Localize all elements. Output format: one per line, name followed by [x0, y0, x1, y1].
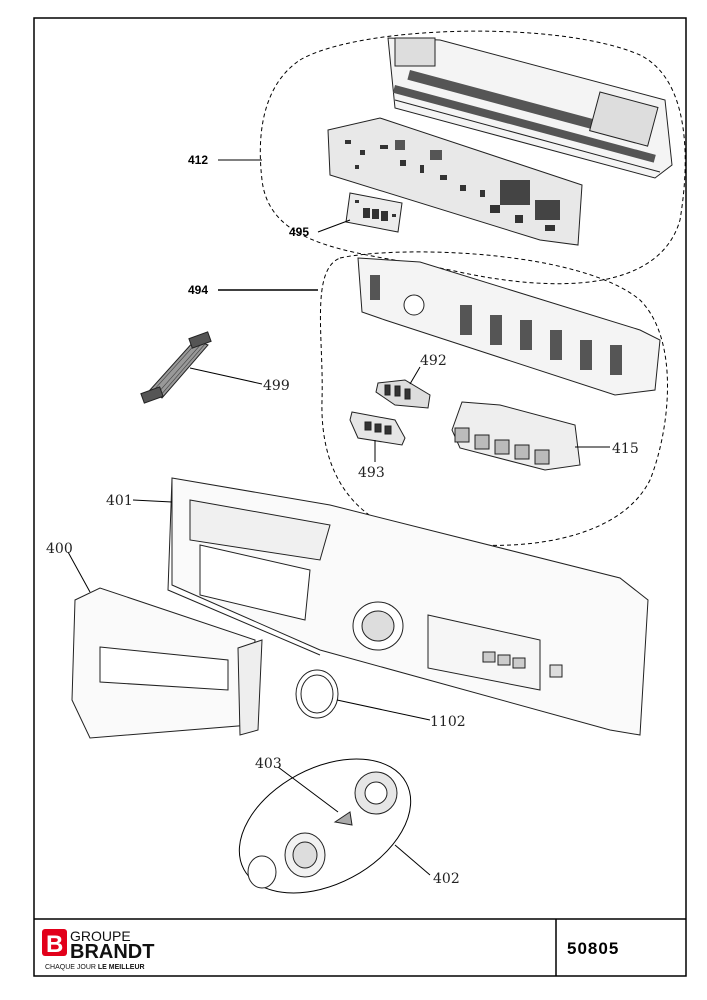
group-402-outline [238, 758, 412, 894]
logo-letter: B [46, 931, 63, 958]
brand-tagline: CHAQUE JOUR LE MEILLEUR [45, 964, 145, 971]
brand-group-text: GROUPE [70, 928, 131, 944]
callout-415: 415 [612, 441, 639, 457]
part-401-control-panel [167, 477, 649, 736]
sheet-border [33, 17, 687, 977]
part-1102-ring [295, 669, 339, 719]
part-412-pcb [327, 117, 583, 246]
brand-name-text: BRANDT [70, 941, 154, 963]
part-494-frame [357, 257, 661, 396]
part-412-housing [387, 37, 673, 179]
logo-mark [42, 929, 67, 956]
part-499-ribbon-cable [140, 331, 212, 404]
part-492-component [375, 379, 431, 409]
callout-402: 402 [433, 871, 460, 887]
callout-492: 492 [420, 353, 447, 369]
callout-401: 401 [106, 493, 133, 509]
part-402-knob-assembly [247, 771, 398, 889]
callout-1102: 1102 [430, 714, 466, 730]
part-415-button-block [451, 401, 581, 471]
callout-412: 412 [188, 153, 208, 167]
callout-499: 499 [263, 378, 290, 394]
callout-493: 493 [358, 465, 385, 481]
brandt-logo: B GROUPE BRANDT CHAQUE JOUR LE MEILLEUR [42, 928, 154, 971]
callout-495: 495 [289, 225, 309, 239]
tagline-part-b: LE MEILLEUR [98, 964, 145, 971]
callout-494: 494 [188, 283, 208, 297]
part-495-display-board [345, 192, 403, 233]
reference-code: 50805 [567, 939, 619, 958]
callout-403: 403 [255, 756, 282, 772]
tagline-part-a: CHAQUE JOUR [45, 964, 98, 971]
part-493-component [349, 411, 406, 446]
group-494-outline [319, 251, 668, 546]
callout-400: 400 [46, 541, 73, 557]
callout-lines [67, 159, 610, 876]
part-400-drawer-front [71, 587, 263, 739]
